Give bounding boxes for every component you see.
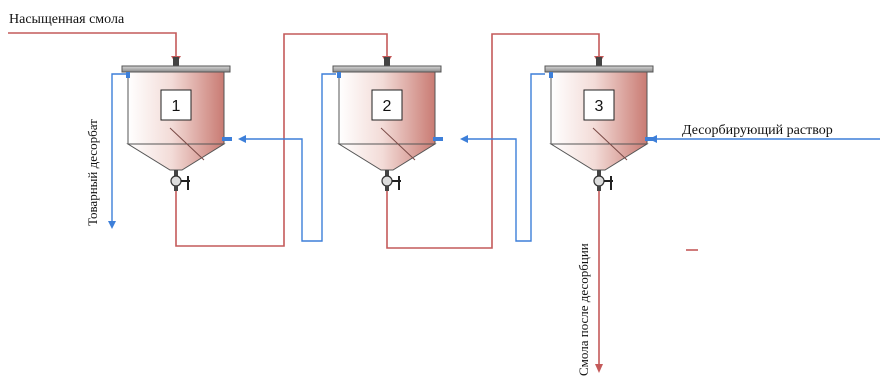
- arrow-solution-to-2: [460, 135, 468, 143]
- tank-number-label: 3: [595, 98, 604, 115]
- tank-cone: [126, 143, 226, 171]
- tank-overflow-port: [549, 72, 553, 78]
- arrow-resin-out: [595, 364, 603, 373]
- tank-number-label: 1: [172, 98, 181, 115]
- tank-overflow-port: [126, 72, 130, 78]
- tank-inlet-nozzle: [596, 57, 602, 66]
- tank-agitator: [592, 127, 628, 161]
- solution-flow-lines: [111, 73, 880, 242]
- tank-agitator: [169, 127, 205, 161]
- tank-lid: [121, 65, 231, 73]
- tank-outlet-pipe: [597, 170, 601, 176]
- tank-lid: [544, 65, 654, 73]
- tank-agitator: [380, 127, 416, 161]
- tank-1: 1: [121, 57, 232, 191]
- arrow-solution-to-1: [238, 135, 246, 143]
- tank-outlet-pipe: [174, 170, 178, 176]
- tank-outlet-pipe: [385, 170, 389, 176]
- tank-inlet-nozzle: [173, 57, 179, 66]
- label-desorbing-solution: Десорбирующий раствор: [682, 123, 833, 138]
- tank-valve-outlet: [385, 186, 389, 191]
- tank-valve-outlet: [174, 186, 178, 191]
- valve-icon: [170, 175, 182, 187]
- label-product-desorbate: Товарный десорбат: [85, 119, 100, 226]
- tank-inlet-nozzle: [384, 57, 390, 66]
- tank-lid: [332, 65, 442, 73]
- valve-icon: [593, 175, 605, 187]
- label-resin-after-desorption: Смола после десорбции: [576, 243, 591, 376]
- resin-inlet-line: [8, 32, 177, 62]
- tank-side-port: [222, 137, 232, 141]
- resin-line-2-3: [386, 33, 600, 249]
- tank-cone: [549, 143, 649, 171]
- tank-overflow-port: [337, 72, 341, 78]
- tank-3: 3: [544, 57, 655, 191]
- solution-outlet-line: [111, 73, 126, 225]
- label-saturated-resin: Насыщенная смола: [9, 12, 125, 27]
- tank-number-label: 2: [383, 98, 392, 115]
- resin-flow-lines: [8, 32, 698, 368]
- valve-icon: [381, 175, 393, 187]
- tank-cone: [337, 143, 437, 171]
- tank-valve-outlet: [597, 186, 601, 191]
- solution-line-2-1: [240, 73, 336, 242]
- tank-number-box: [160, 89, 192, 121]
- tank-side-port: [433, 137, 443, 141]
- tank-side-port: [645, 137, 655, 141]
- resin-line-1-2: [175, 33, 388, 247]
- tank-number-box: [583, 89, 615, 121]
- tank-number-box: [371, 89, 403, 121]
- tanks: 1 2 3: [121, 57, 655, 191]
- arrow-product-out: [108, 221, 116, 229]
- tank-2: 2: [332, 57, 443, 191]
- solution-line-3-2: [462, 73, 545, 242]
